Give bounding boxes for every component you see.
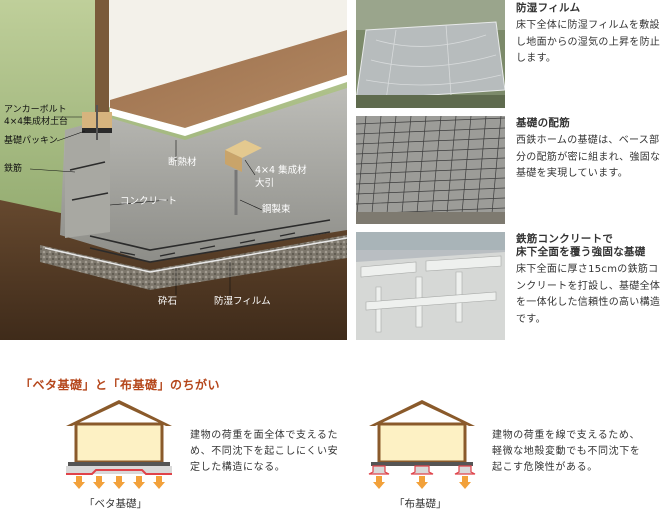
panel-title-line2: 床下全面を覆う強固な基礎	[516, 246, 646, 258]
panel-title-foundation-rebar: 基礎の配筋	[516, 117, 570, 129]
label-gravel: 砕石	[158, 296, 178, 307]
label-lumber-sill: 4×4集成材土台	[4, 117, 68, 127]
label-rebar: 鉄筋	[4, 164, 23, 174]
panel-text-moisture-film: 床下全体に防湿フィルムを敷設し地面からの湿気の上昇を防止します。	[516, 20, 661, 64]
label-moisture-film: 防湿フィルム	[214, 296, 271, 307]
label-beam-line1: 4×4 集成材	[255, 165, 307, 176]
nuno-foundation-description: 建物の荷重を線で支えるため、軽微な地殻変動でも不同沈下を起こす危険性がある。	[492, 430, 641, 473]
panel-title-line1: 鉄筋コンクリートで	[516, 233, 614, 245]
label-steel-post: 鋼製束	[262, 204, 291, 215]
label-anchor-bolt: アンカーボルト	[4, 105, 67, 115]
label-foundation-packing: 基礎パッキン	[4, 136, 58, 146]
label-concrete: コンクリート	[120, 196, 178, 207]
beta-foundation-diagram	[62, 398, 177, 494]
label-beam-line2: 大引	[255, 178, 275, 189]
panel-text-reinforced-concrete: 床下全面に厚さ15cmの鉄筋コンクリートを打設し、基礎全体を一体化した信頼性の高…	[516, 264, 661, 325]
beta-foundation-description: 建物の荷重を面全体で支えるため、不同沈下を起こしにくい安定した構造になる。	[190, 430, 339, 473]
comparison-heading: 「ベタ基礎」と「布基礎」のちがい	[20, 378, 221, 392]
cross-section-illustration	[0, 0, 348, 340]
panel-text-foundation-rebar: 西鉄ホームの基礎は、ベース部分の配筋が密に組まれ、強固な基礎を実現しています。	[516, 135, 661, 179]
label-insulation: 断熱材	[168, 157, 197, 168]
panel-title-reinforced-concrete: 鉄筋コンクリートで 床下全面を覆う強固な基礎	[516, 233, 661, 259]
panel-moisture-film: 防湿フィルム 床下全体に防湿フィルムを敷設し地面からの湿気の上昇を防止します。	[516, 2, 661, 68]
panel-foundation-rebar: 基礎の配筋 西鉄ホームの基礎は、ベース部分の配筋が密に組まれ、強固な基礎を実現し…	[516, 117, 661, 183]
panel-reinforced-concrete: 鉄筋コンクリートで 床下全面を覆う強固な基礎 床下全面に厚さ15cmの鉄筋コンク…	[516, 233, 661, 328]
nuno-foundation-diagram	[365, 398, 480, 494]
foundation-cross-section: アンカーボルト 4×4集成材土台 基礎パッキン 鉄筋 断熱材 コンクリート 4×…	[0, 0, 348, 340]
nuno-foundation-caption: 「布基礎」	[394, 498, 447, 510]
photo-moisture-film	[356, 0, 505, 108]
photo-foundation-rebar	[356, 116, 505, 224]
photo-reinforced-concrete	[356, 232, 505, 340]
beta-foundation-caption: 「ベタ基礎」	[84, 498, 147, 510]
panel-title-moisture-film: 防湿フィルム	[516, 2, 581, 14]
